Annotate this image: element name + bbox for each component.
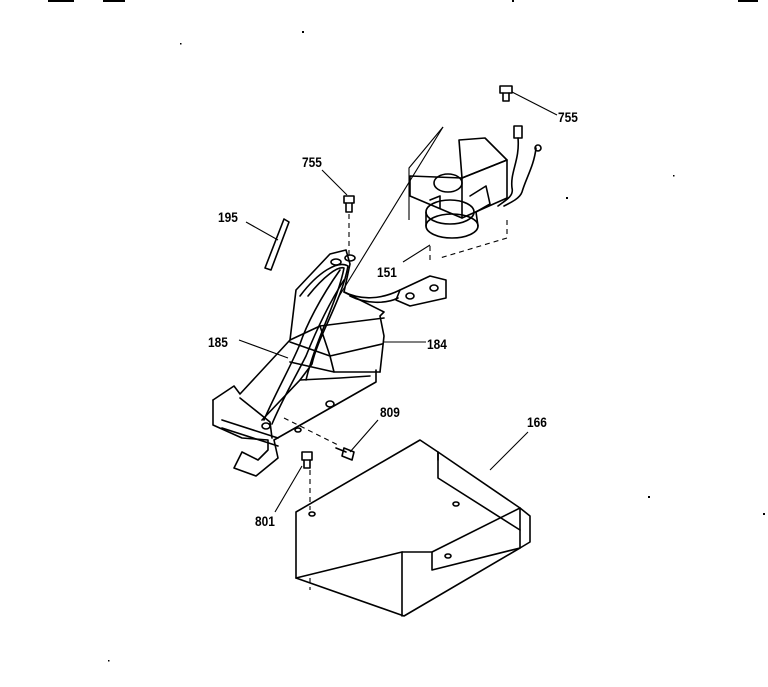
part-755-screw-left	[321, 169, 355, 258]
part-755-screw-top	[499, 85, 558, 116]
label-809: 809	[380, 404, 400, 420]
label-755-left: 755	[302, 154, 322, 170]
label-195: 195	[218, 209, 238, 225]
part-166-tray	[295, 431, 531, 617]
part-185-184-bracket	[212, 249, 447, 477]
part-801-screw	[274, 451, 313, 513]
label-755-top: 755	[558, 109, 578, 125]
label-801: 801	[255, 513, 275, 529]
part-195-pin	[245, 218, 290, 271]
label-151: 151	[377, 264, 397, 280]
label-185: 185	[208, 334, 228, 350]
part-809-screw	[335, 419, 379, 461]
label-184: 184	[427, 336, 447, 352]
part-151-motor	[337, 125, 542, 299]
scan-specks	[48, 0, 765, 662]
label-166: 166	[527, 414, 547, 430]
